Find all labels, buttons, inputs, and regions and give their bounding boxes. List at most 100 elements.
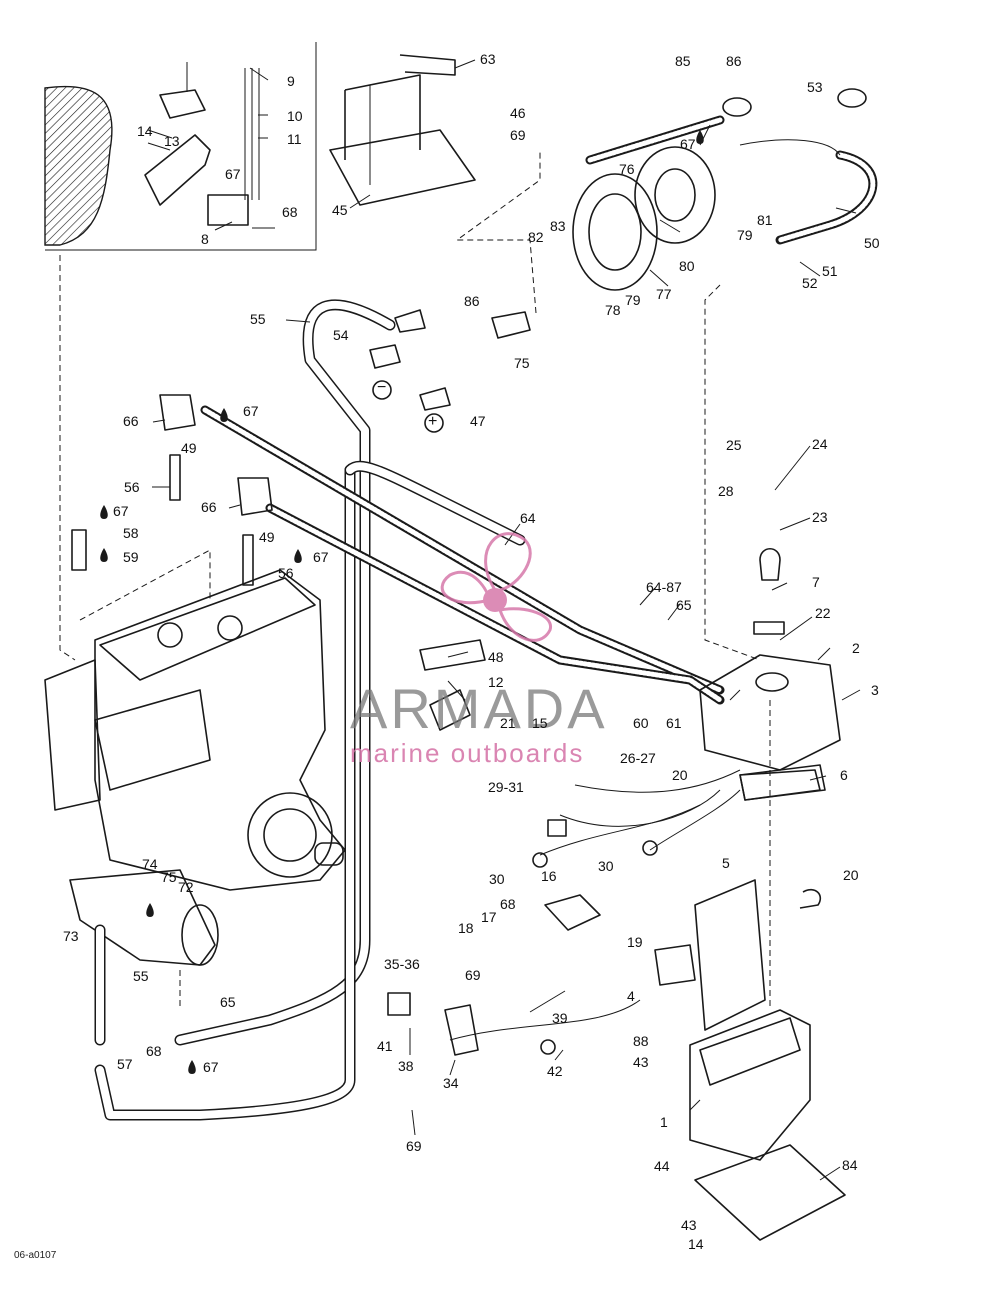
callout-45b: 49 <box>259 529 275 545</box>
flywheel-assembly <box>572 88 878 291</box>
connectors <box>387 639 822 1056</box>
callout-85: 85 <box>675 53 691 69</box>
callout-45: 49 <box>181 440 197 456</box>
callout-63: 66 <box>123 413 139 429</box>
callout-37: 41 <box>377 1038 393 1054</box>
callout-44: 48 <box>488 649 504 665</box>
callout-38: 42 <box>547 1063 563 1079</box>
callout-17: 17 <box>481 909 497 925</box>
callout-21: 21 <box>500 715 516 731</box>
callout-7: 7 <box>812 574 820 590</box>
callout-28: 28 <box>718 483 734 499</box>
callout-57: 61 <box>666 715 682 731</box>
negative-terminal-symbol: − <box>377 379 387 396</box>
watermark-propeller-icon <box>440 532 552 642</box>
ignition-coils <box>71 394 273 586</box>
positive-terminal-symbol: + <box>428 413 438 430</box>
callout-60: 64-87 <box>646 579 682 595</box>
callout-59: 64 <box>520 510 536 526</box>
callout-68: 67 <box>225 166 241 182</box>
callout-39: 43 <box>633 1054 649 1070</box>
electrical-box <box>689 879 846 1241</box>
callout-69: 68 <box>282 204 298 220</box>
callout-52b: 56 <box>278 565 294 581</box>
callout-47: 51 <box>822 263 838 279</box>
callout-19: 19 <box>627 934 643 950</box>
callout-8: 8 <box>201 231 209 247</box>
callout-71: 72 <box>178 879 194 895</box>
cables-and-tubes <box>94 299 741 1121</box>
callout-82: 82 <box>528 229 544 245</box>
callout-32: 34 <box>443 1075 459 1091</box>
callout-1: 1 <box>660 1114 668 1130</box>
callout-4: 4 <box>627 988 635 1004</box>
callout-65b: 68 <box>500 896 516 912</box>
callout-46: 50 <box>864 235 880 251</box>
callout-2: 2 <box>852 640 860 656</box>
callout-10: 10 <box>287 108 303 124</box>
callout-66: 69 <box>406 1138 422 1154</box>
routing-dashed-lines <box>59 150 771 1010</box>
callout-70: 69 <box>510 127 526 143</box>
callout-52: 56 <box>124 479 140 495</box>
watermark-tagline: marine outboards <box>350 738 585 768</box>
lubricant-drop-icons <box>100 130 704 1074</box>
callout-76: 76 <box>619 161 635 177</box>
callout-22: 22 <box>815 605 831 621</box>
callout-26-27: 26-27 <box>620 750 656 766</box>
callout-81: 81 <box>757 212 773 228</box>
callout-15: 15 <box>532 715 548 731</box>
leader-lines <box>147 59 861 1181</box>
callout-18: 18 <box>458 920 474 936</box>
callout-73: 73 <box>63 928 79 944</box>
callout-35-36: 39 <box>552 1010 568 1026</box>
callout-61: 65 <box>676 597 692 613</box>
callout-3: 3 <box>871 682 879 698</box>
callout-20b: 20 <box>843 867 859 883</box>
drawing-code: 06-a0107 <box>14 1250 57 1261</box>
callout-54: 58 <box>123 525 139 541</box>
callout-30: 30 <box>598 858 614 874</box>
callout-5: 5 <box>722 855 730 871</box>
callout-41: 45 <box>332 202 348 218</box>
callout-25: 25 <box>726 437 742 453</box>
callout-53: 57 <box>117 1056 133 1072</box>
callout-14: 14 <box>137 123 153 139</box>
callout-50: 54 <box>333 327 349 343</box>
inset-detail-frame <box>44 42 317 251</box>
callout-23: 23 <box>812 509 828 525</box>
callout-88: 88 <box>633 1033 649 1049</box>
callout-12: 12 <box>488 674 504 690</box>
callout-64-87: 67 <box>680 136 696 152</box>
callout-79: 79 <box>625 292 641 308</box>
callout-64c: 67 <box>313 549 329 565</box>
callout-80: 80 <box>679 258 695 274</box>
battery-tray <box>329 54 476 206</box>
engine-block <box>44 569 346 891</box>
callout-29-31: 29-31 <box>488 779 524 795</box>
callout-55: 59 <box>123 549 139 565</box>
callout-56: 60 <box>633 715 649 731</box>
callout-51b: 55 <box>133 968 149 984</box>
battery-clamps <box>369 309 531 433</box>
callout-48: 52 <box>802 275 818 291</box>
starter-motor <box>69 869 219 966</box>
callout-40: 44 <box>654 1158 670 1174</box>
callout-16: 16 <box>541 868 557 884</box>
callout-84: 84 <box>842 1157 858 1173</box>
callout-20: 20 <box>672 767 688 783</box>
callout-79b: 79 <box>737 227 753 243</box>
callout-75: 75 <box>514 355 530 371</box>
callout-51: 55 <box>250 311 266 327</box>
callout-86b: 86 <box>464 293 480 309</box>
callout-78: 78 <box>605 302 621 318</box>
callout-74: 75 <box>161 869 177 885</box>
callout-64d: 67 <box>203 1059 219 1075</box>
callout-62: 65 <box>220 994 236 1010</box>
watermark-brand: ARMADA <box>350 677 608 740</box>
callout-34: 38 <box>398 1058 414 1074</box>
callout-83: 83 <box>550 218 566 234</box>
callout-43: 47 <box>470 413 486 429</box>
